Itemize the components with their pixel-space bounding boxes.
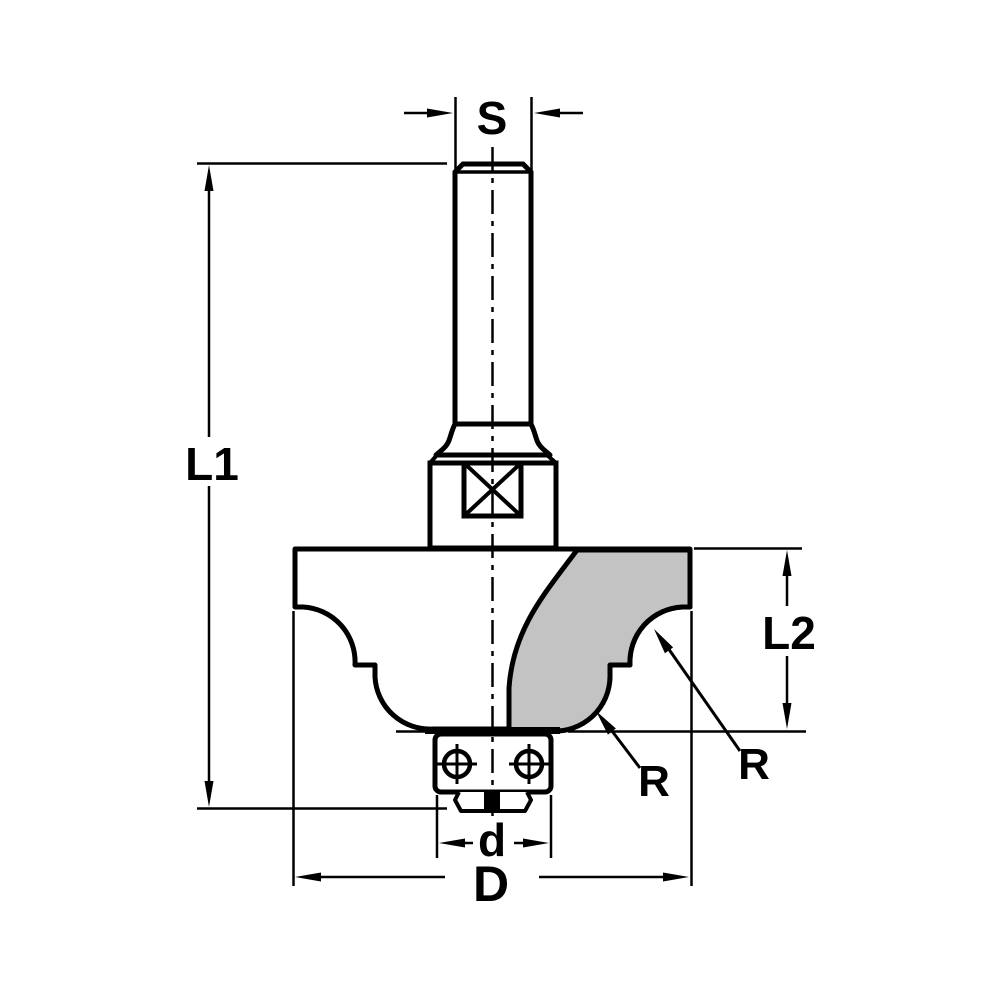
label-radius-lower: R [638,757,670,806]
s-arrowhead-left [427,108,453,118]
label-bearing-diameter: d [478,814,506,866]
d-big-arrowhead-right [663,872,689,882]
r-upper-arrowhead [654,629,674,654]
label-overall-length: L1 [185,438,239,490]
label-cutting-diameter: D [473,856,509,912]
radius-leaders [596,629,742,769]
label-shank-diameter: S [477,92,508,144]
carbide-flank-shaded [506,547,693,734]
d-small-arrowhead-right [523,838,549,848]
r-lower-leader-line [610,730,642,769]
dimension-shank-diameter [404,97,583,170]
l1-arrowhead-down [204,781,214,807]
r-lower-leader-line2 [601,718,614,732]
section-square-diagonal-2 [462,461,523,518]
label-radius-upper: R [738,740,770,789]
s-arrowhead-right [534,108,560,118]
d-big-arrowhead-left [295,872,321,882]
d-small-arrowhead-left [439,838,465,848]
label-cutting-length: L2 [762,607,816,659]
l2-arrowhead-down [782,703,792,729]
l2-arrowhead-up [782,550,792,576]
dimension-overall-length [197,162,447,810]
l1-arrowhead-up [204,165,214,191]
r-upper-leader-line [666,647,742,752]
dimension-cutting-diameter [292,611,693,886]
dimension-bearing-diameter [435,795,553,858]
